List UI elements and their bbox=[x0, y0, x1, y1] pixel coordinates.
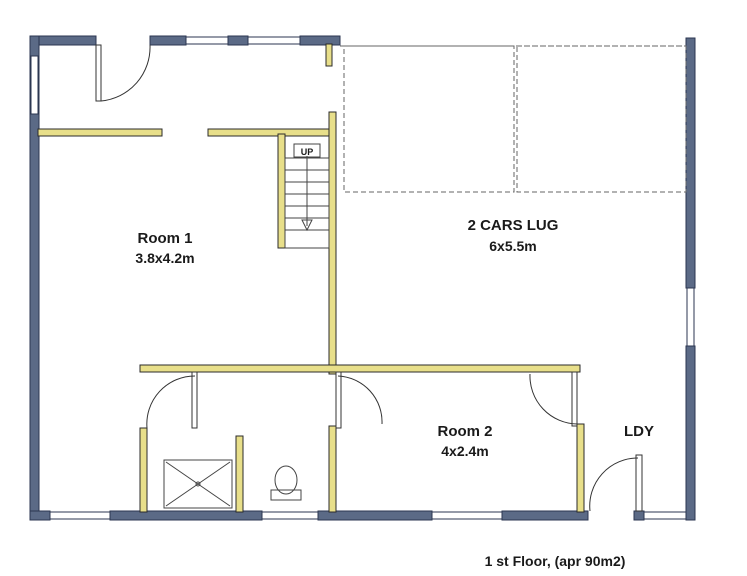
door-swing-room2-right bbox=[529, 373, 578, 425]
door-swing-bath bbox=[146, 375, 196, 429]
wall-bath-left bbox=[139, 427, 148, 513]
staircase bbox=[284, 143, 330, 249]
window-right bbox=[686, 287, 695, 347]
door-leaf-room2-left bbox=[335, 371, 342, 429]
wall-room1-top-left bbox=[37, 128, 163, 137]
wall-top-mid-2 bbox=[227, 35, 249, 46]
door-leaf-entry bbox=[95, 44, 102, 102]
windows bbox=[30, 36, 695, 520]
garage-bay-right bbox=[516, 45, 687, 193]
wall-bottom-4 bbox=[501, 510, 589, 521]
door-leaf-laundry bbox=[635, 454, 643, 512]
wall-top-left bbox=[29, 35, 97, 46]
wall-right-upper bbox=[685, 37, 696, 289]
interior-walls bbox=[37, 43, 585, 513]
doors bbox=[95, 44, 643, 512]
room2-size: 4x2.4m bbox=[441, 443, 488, 459]
laundry-name: LDY bbox=[624, 423, 654, 440]
wall-right-lower bbox=[685, 345, 696, 521]
room1-size: 3.8x4.2m bbox=[135, 250, 194, 266]
shower-tray bbox=[163, 459, 233, 509]
wall-horizontal-middle bbox=[139, 364, 581, 373]
wall-garage-vertical bbox=[328, 111, 337, 375]
wall-stub-top bbox=[325, 43, 333, 67]
door-leaf-bath bbox=[191, 371, 198, 429]
bathroom-fixtures bbox=[163, 459, 302, 509]
window-bottom-1 bbox=[49, 511, 111, 520]
wall-stair-left bbox=[277, 133, 286, 249]
exterior-walls bbox=[29, 35, 696, 521]
window-bottom-4 bbox=[643, 511, 687, 520]
wall-room2-left bbox=[328, 425, 337, 513]
stair-arrow-head bbox=[301, 219, 313, 232]
door-swing-laundry bbox=[589, 457, 639, 512]
window-top-1 bbox=[185, 36, 229, 45]
wall-top-mid-1 bbox=[149, 35, 187, 46]
garage-door-outline bbox=[340, 45, 687, 193]
wall-bottom-5 bbox=[633, 510, 645, 521]
door-leaf-room2-right bbox=[571, 371, 578, 427]
toilet-bowl bbox=[274, 465, 298, 495]
window-bottom-2 bbox=[261, 511, 319, 520]
wall-top-mid-3 bbox=[299, 35, 341, 46]
window-bottom-3 bbox=[431, 511, 503, 520]
wall-room2-right bbox=[576, 423, 585, 513]
window-left bbox=[30, 55, 39, 115]
window-top-2 bbox=[247, 36, 301, 45]
room2-name: Room 2 bbox=[437, 423, 492, 440]
garage-bay-left bbox=[343, 45, 515, 193]
door-swing-room2-left bbox=[337, 375, 383, 425]
toilet-tank bbox=[270, 489, 302, 501]
wall-room1-top-right bbox=[207, 128, 337, 137]
room1-name: Room 1 bbox=[137, 230, 192, 247]
stair-label: UP bbox=[301, 147, 314, 157]
wall-bath-mid bbox=[235, 435, 244, 513]
floor-caption: 1 st Floor, (apr 90m2) bbox=[485, 553, 626, 569]
door-swing-entry bbox=[100, 44, 151, 102]
garage-name: 2 CARS LUG bbox=[468, 217, 559, 234]
wall-bottom-1 bbox=[29, 510, 51, 521]
garage-size: 6x5.5m bbox=[489, 238, 536, 254]
